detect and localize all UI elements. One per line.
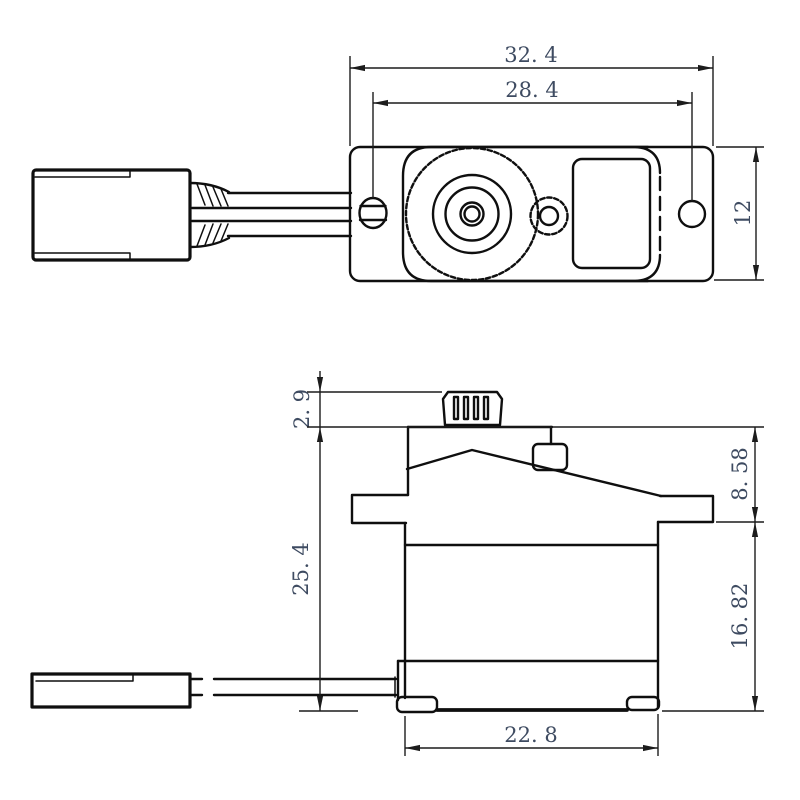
arrowhead (752, 147, 760, 162)
idler-gear-inner (538, 205, 560, 227)
hole-left-slot-lines (358, 204, 388, 222)
connector-plug-side (30, 672, 192, 709)
arrowhead (373, 99, 388, 107)
output-spline-hub (459, 201, 485, 227)
dim-side-spline-height: 2. 9 (290, 377, 442, 429)
case-roof-slant (405, 448, 663, 498)
wire-strain-relief-boots (188, 181, 231, 249)
dim-label-case-width: 22. 8 (504, 723, 557, 747)
upper-case-outline-top (401, 145, 662, 283)
dim-label-hole-spacing: 28. 4 (505, 78, 558, 102)
hole-left-circle (358, 196, 388, 230)
connector-housing-side-detail (35, 673, 134, 682)
connector-housing-detail (34, 169, 131, 261)
connector-plug-top (31, 168, 192, 262)
motor-outline (571, 157, 652, 270)
arrowhead (751, 427, 759, 442)
spline-shaft (441, 390, 504, 427)
arrowhead (752, 265, 760, 280)
arrowhead (698, 64, 713, 72)
boot-outlines (188, 181, 231, 249)
arrowhead (677, 99, 692, 107)
arrowhead (316, 696, 324, 711)
connector-housing-side (30, 672, 192, 709)
arrowhead (350, 64, 365, 72)
dim-top-overall-width: 32. 4 (349, 43, 714, 146)
dim-side-upper-height: 8. 58 (716, 427, 764, 523)
dim-ext-lines (299, 426, 764, 712)
dim-label-overall-height: 25. 4 (289, 542, 313, 595)
dim-label-overall-width: 32. 4 (504, 43, 557, 67)
mounting-flange-right (656, 494, 715, 524)
arrowhead (405, 744, 420, 752)
dim-ext-lines (372, 92, 693, 201)
spline-groove (452, 395, 460, 421)
spline-groove (462, 395, 470, 421)
spline-body (441, 390, 504, 427)
output-spline-ring (444, 186, 500, 242)
dim-ext-lines (349, 56, 714, 146)
idler-gear (529, 196, 569, 236)
servo-wire-side (188, 677, 398, 697)
mounting-hole-left (358, 196, 388, 230)
bottom-tab-right (625, 695, 661, 712)
output-gear (404, 146, 540, 282)
output-gear-outer (404, 146, 540, 282)
bottom-tab-left (395, 695, 439, 714)
dim-label-upper-height: 8. 58 (728, 447, 752, 500)
dim-label-spline-height: 2. 9 (290, 389, 314, 429)
servo-wires-top (190, 191, 353, 238)
spline-groove (482, 395, 490, 421)
arrowhead (751, 507, 759, 522)
dim-label-lower-height: 16. 82 (728, 583, 752, 650)
dim-label-body-depth: 12 (731, 200, 755, 227)
mounting-hole-right (677, 199, 707, 229)
dim-top-body-depth: 12 (714, 146, 764, 281)
connector-housing (31, 168, 192, 262)
dimensions: 32. 4 28. 4 12 2. 9 (289, 43, 764, 756)
top-view (31, 145, 715, 283)
arrowhead (751, 522, 759, 537)
arrowhead (316, 427, 324, 442)
output-spline-bore (463, 205, 481, 223)
side-view (30, 390, 715, 714)
dim-ext-lines (404, 714, 659, 756)
mounting-flange-left (350, 493, 410, 525)
dim-top-hole-spacing: 28. 4 (372, 78, 693, 201)
arrowhead (643, 744, 658, 752)
idler-gear-outer (529, 196, 569, 236)
dim-side-overall-height: 25. 4 (289, 371, 764, 712)
dim-side-case-width: 22. 8 (404, 714, 659, 756)
bottom-cap-left-edges (396, 659, 407, 702)
spline-groove (472, 395, 480, 421)
dim-side-lower-height: 16. 82 (662, 522, 764, 712)
boot-hatching (196, 183, 229, 247)
output-gear-mid (431, 173, 513, 255)
body-side-edges (403, 520, 660, 710)
arrowhead (751, 696, 759, 711)
